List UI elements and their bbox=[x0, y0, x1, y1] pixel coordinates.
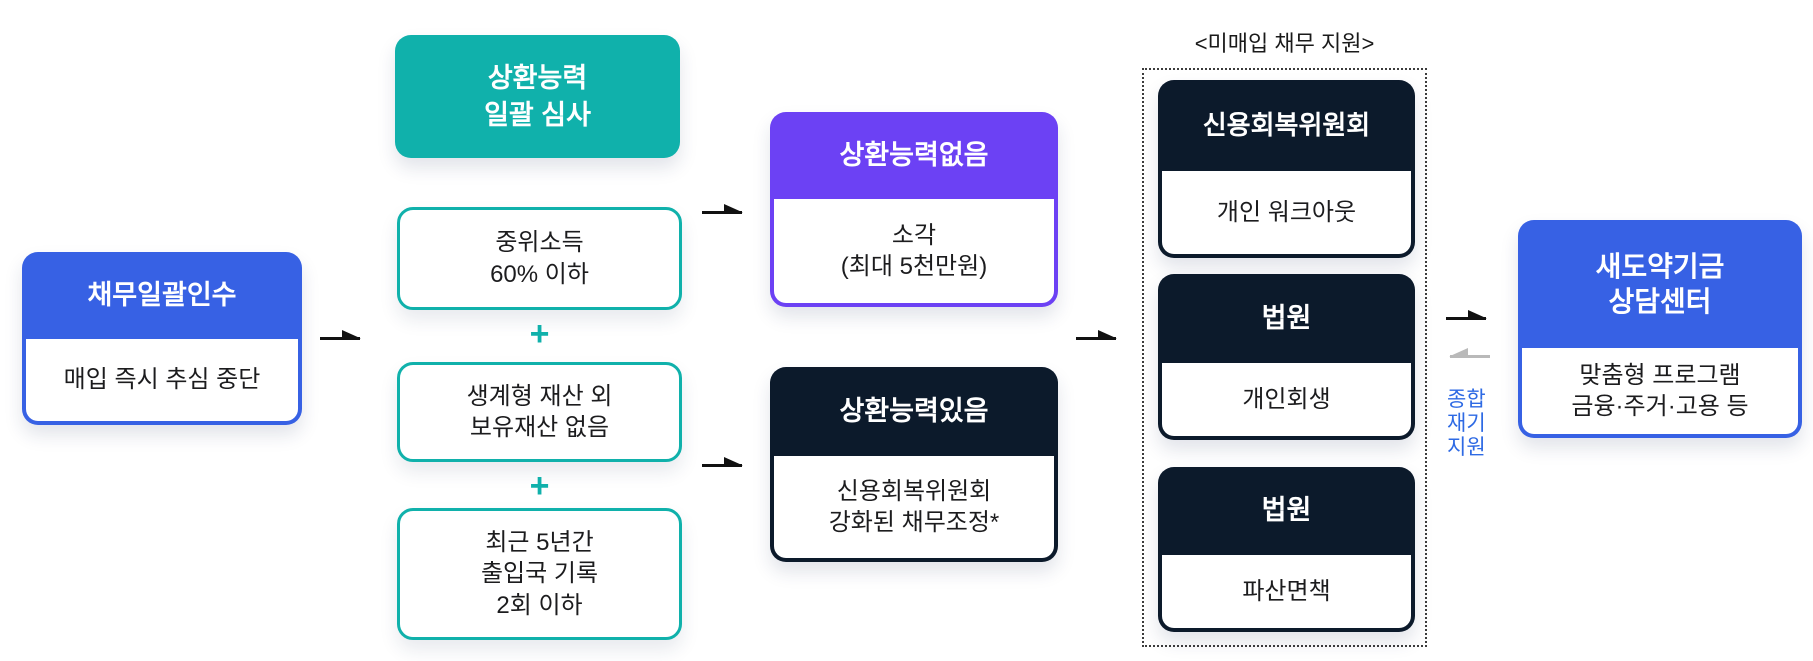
debt-takeover-box: 채무일괄인수 매입 즉시 추심 중단 bbox=[22, 252, 302, 425]
screening-box: 상환능력 일괄 심사 bbox=[395, 35, 680, 158]
unpurchased-section-label: <미매입 채무 지원> bbox=[1194, 31, 1375, 56]
court-rehabilitation-box: 법원 개인회생 bbox=[1158, 274, 1415, 440]
court-rehabilitation-body: 개인회생 bbox=[1162, 363, 1411, 436]
ccrs-workout-title: 신용회복위원회 bbox=[1202, 110, 1371, 141]
ccrs-workout-body: 개인 워크아웃 bbox=[1162, 171, 1411, 254]
counseling-center-body: 맞춤형 프로그램 금융·주거·고용 등 bbox=[1522, 348, 1798, 434]
arrow-right-icon bbox=[1076, 330, 1117, 340]
arrow-right-icon bbox=[1446, 310, 1487, 320]
court-rehabilitation-title: 법원 bbox=[1261, 302, 1312, 333]
debt-takeover-body: 매입 즉시 추심 중단 bbox=[26, 339, 298, 421]
court-bankruptcy-title: 법원 bbox=[1261, 495, 1312, 526]
no-ability-box: 상환능력없음 소각 (최대 5천만원) bbox=[770, 112, 1058, 307]
arrow-right-icon bbox=[702, 457, 743, 467]
comprehensive-support-label: 종합 재기 지원 bbox=[1447, 388, 1486, 460]
condition-income-text: 중위소득 60% 이하 bbox=[490, 229, 589, 288]
arrow-right-icon bbox=[320, 330, 361, 340]
debt-takeover-title: 채무일괄인수 bbox=[87, 279, 237, 310]
court-bankruptcy-body: 파산면책 bbox=[1162, 555, 1411, 628]
no-ability-title: 상환능력없음 bbox=[839, 139, 989, 170]
arrow-left-icon bbox=[1449, 348, 1490, 358]
ccrs-workout-box: 신용회복위원회 개인 워크아웃 bbox=[1158, 80, 1415, 258]
no-ability-body: 소각 (최대 5천만원) bbox=[774, 199, 1054, 303]
plus-sign-1: + bbox=[529, 315, 550, 353]
court-bankruptcy-box: 법원 파산면책 bbox=[1158, 467, 1415, 632]
has-ability-title: 상환능력있음 bbox=[839, 395, 989, 426]
arrow-right-icon bbox=[702, 204, 743, 214]
counseling-center-title: 새도약기금 상담센터 bbox=[1595, 251, 1725, 317]
screening-title: 상환능력 일괄 심사 bbox=[484, 63, 591, 130]
unpurchased-section-frame bbox=[1142, 68, 1427, 647]
counseling-center-box: 새도약기금 상담센터 맞춤형 프로그램 금융·주거·고용 등 bbox=[1518, 220, 1802, 438]
condition-travel-box: 최근 5년간 출입국 기록 2회 이하 bbox=[397, 508, 682, 640]
plus-sign-2: + bbox=[529, 467, 550, 505]
condition-assets-box: 생계형 재산 외 보유재산 없음 bbox=[397, 362, 682, 462]
condition-travel-text: 최근 5년간 출입국 기록 2회 이하 bbox=[480, 529, 599, 619]
condition-income-box: 중위소득 60% 이하 bbox=[397, 207, 682, 310]
has-ability-body: 신용회복위원회 강화된 채무조정* bbox=[774, 456, 1054, 558]
has-ability-box: 상환능력있음 신용회복위원회 강화된 채무조정* bbox=[770, 367, 1058, 562]
condition-assets-text: 생계형 재산 외 보유재산 없음 bbox=[466, 382, 613, 441]
